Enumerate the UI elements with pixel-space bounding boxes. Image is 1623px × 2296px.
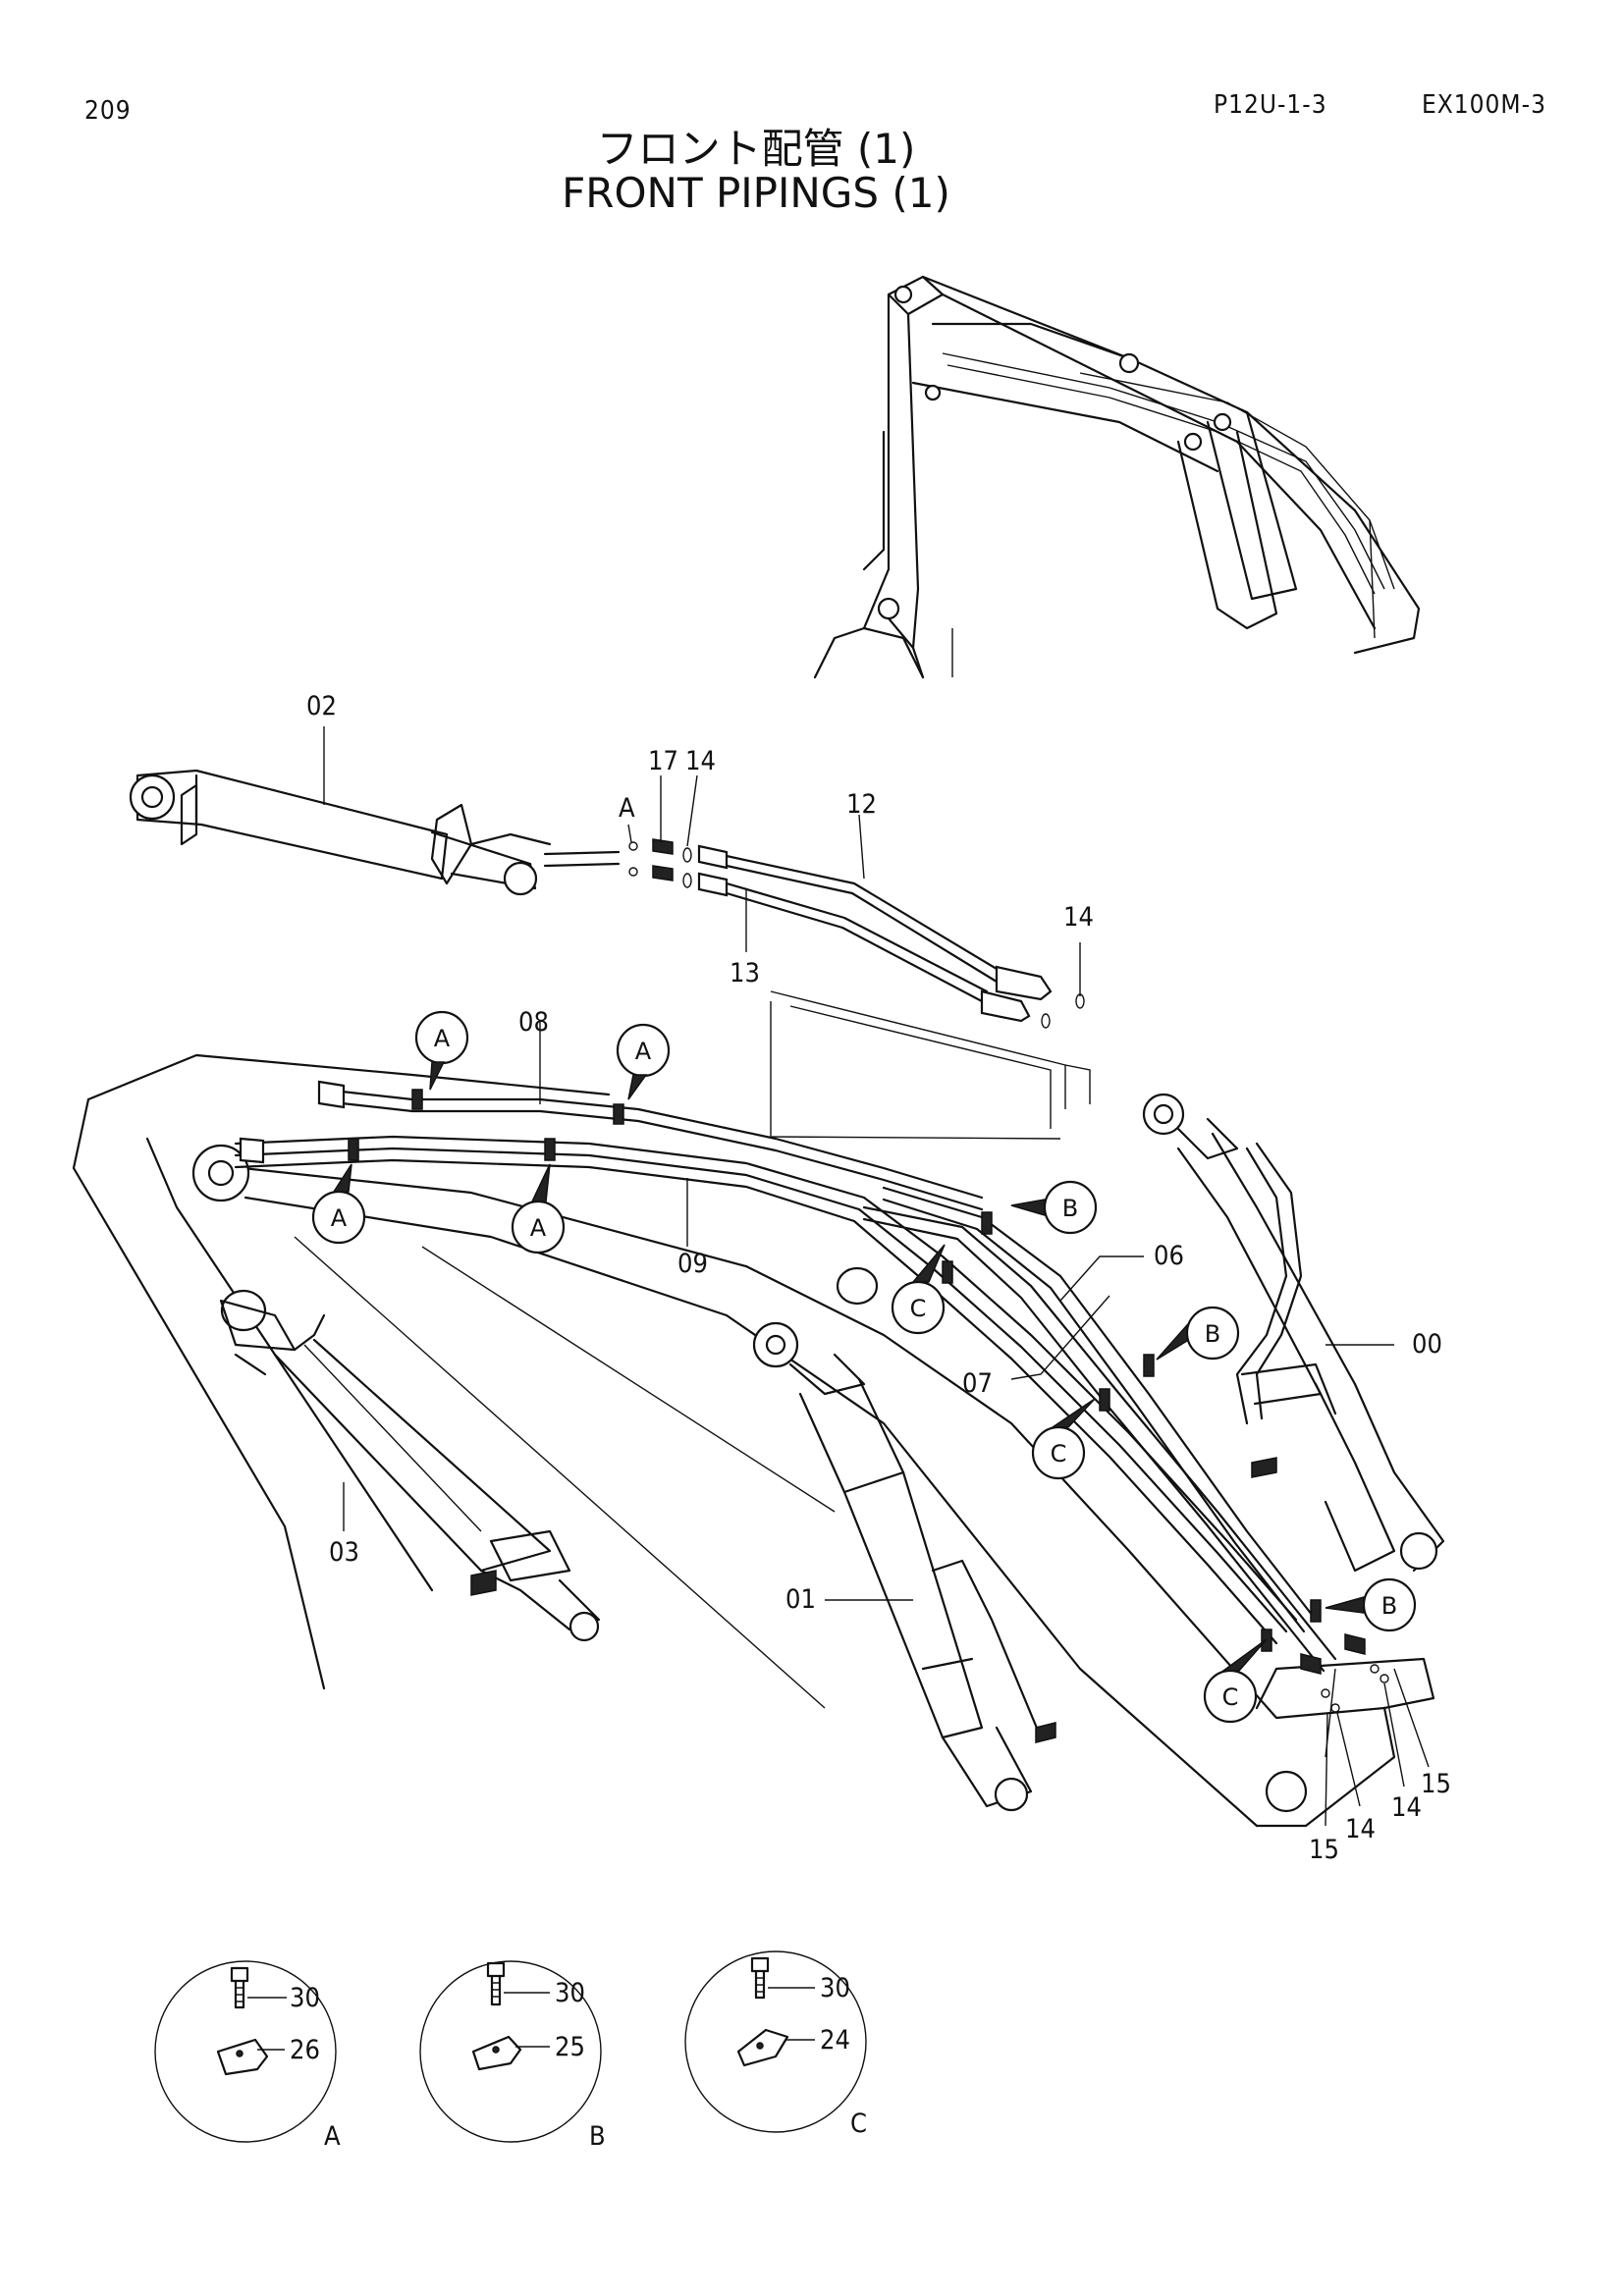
callout-a-3: A [311, 1163, 366, 1245]
part-label-00: 00 [1412, 1329, 1442, 1360]
overview-illustration [813, 275, 1421, 679]
svg-text:A: A [331, 1204, 348, 1232]
callout-c-2: C [1031, 1398, 1096, 1480]
fittings-group [628, 838, 729, 897]
part-label-14c: 14 [1345, 1814, 1376, 1844]
catalog-code: P12U-1-3 [1214, 90, 1327, 120]
page-number: 209 [84, 96, 132, 126]
callout-a-4: A [511, 1163, 566, 1255]
detail-view-c: 30 24 C [684, 1950, 867, 2139]
end-fittings [1300, 1633, 1389, 1713]
callout-a-1: A [414, 1010, 469, 1091]
bucket-cylinder [1142, 1093, 1445, 1573]
callout-c-3: C [1203, 1638, 1268, 1724]
part-label-12: 12 [846, 789, 877, 820]
svg-text:30: 30 [820, 1973, 850, 2003]
callout-a-2: A [616, 1023, 671, 1100]
part-label-03: 03 [329, 1537, 359, 1568]
svg-text:C: C [850, 2109, 867, 2139]
part-label-09: 09 [677, 1249, 708, 1279]
hoses-12-13 [725, 854, 1085, 1029]
part-label-13: 13 [730, 958, 760, 988]
svg-text:24: 24 [820, 2025, 850, 2056]
detail-view-b: 30 25 B [419, 1960, 606, 2152]
part-label-02: 02 [306, 691, 337, 721]
part-label-14d: 14 [1391, 1792, 1422, 1823]
part-label-08: 08 [518, 1007, 549, 1038]
svg-text:B: B [1205, 1320, 1220, 1348]
part-label-01: 01 [785, 1584, 816, 1615]
pipe-09 [234, 1135, 1298, 1645]
svg-text:25: 25 [555, 2032, 585, 2062]
part-label-15a: 15 [1309, 1835, 1339, 1865]
svg-text:B: B [1381, 1592, 1397, 1620]
leader-lines [323, 726, 1430, 1827]
svg-text:A: A [635, 1038, 652, 1065]
model-code: EX100M-3 [1422, 90, 1546, 120]
svg-text:B: B [1062, 1195, 1078, 1222]
title-japanese: フロント配管 (1) [596, 125, 916, 173]
callout-c-1: C [891, 1244, 946, 1335]
hose-grouping-bracket [770, 990, 1091, 1140]
svg-text:C: C [1222, 1683, 1239, 1711]
detail-view-a: 30 26 A [154, 1960, 341, 2152]
callout-b-3: B [1325, 1577, 1417, 1632]
arm-cylinder [129, 769, 621, 896]
svg-text:30: 30 [555, 1978, 585, 2008]
title-english: FRONT PIPINGS (1) [562, 169, 950, 217]
svg-text:A: A [324, 2121, 341, 2152]
svg-text:C: C [910, 1295, 927, 1322]
svg-text:A: A [530, 1214, 547, 1242]
pipes-06-07 [862, 1186, 1337, 1673]
part-label-07: 07 [962, 1368, 993, 1399]
callout-a-small: A [619, 793, 635, 824]
boom-cylinder [752, 1266, 1056, 1812]
lower-arm-cylinder [219, 1289, 601, 1642]
svg-text:26: 26 [290, 2035, 320, 2065]
svg-text:30: 30 [290, 1983, 320, 2013]
svg-text:C: C [1051, 1440, 1067, 1468]
part-label-06: 06 [1154, 1241, 1184, 1271]
part-label-17: 17 [648, 746, 678, 776]
svg-text:A: A [434, 1025, 451, 1052]
callout-b-2: B [1156, 1306, 1240, 1361]
part-label-14b: 14 [1063, 902, 1094, 933]
svg-text:B: B [589, 2121, 606, 2152]
callout-b-1: B [1010, 1180, 1098, 1235]
part-label-15b: 15 [1421, 1769, 1451, 1799]
part-label-14a: 14 [685, 746, 716, 776]
